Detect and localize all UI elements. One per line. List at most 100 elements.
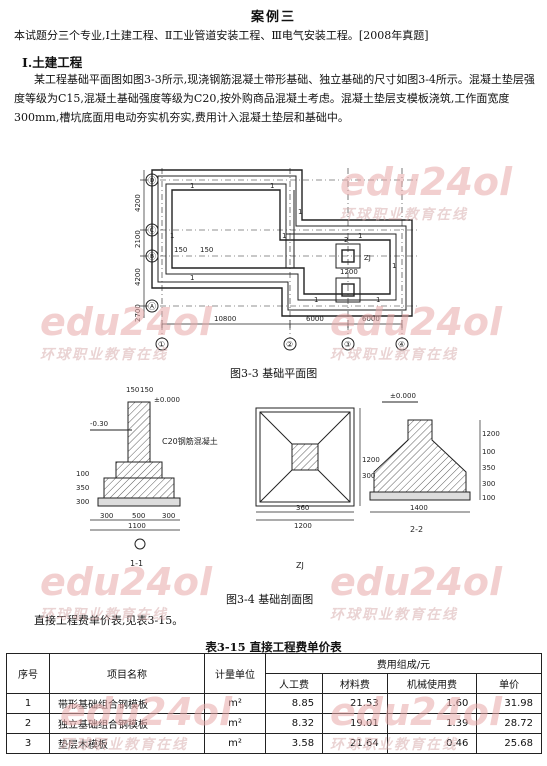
plan-mark-3: 1 <box>358 232 362 240</box>
section-body: 某工程基础平面图如图3-3所示,现浇钢筋混凝土带形基础、独立基础的尺寸如图3-4… <box>14 73 535 124</box>
cell-machine: 1.60 <box>386 693 478 714</box>
header-no: 序号 <box>6 653 50 694</box>
zj-dim-right-2: 300 <box>362 472 375 480</box>
section-caption: 图3-4 基础剖面图 <box>226 593 314 606</box>
cell-material: 21.64 <box>322 733 388 754</box>
s11-dim-left-3: 300 <box>76 498 89 506</box>
s11-concrete: C20钢筋混凝土 <box>162 436 218 446</box>
cell-material: 21.53 <box>322 693 388 714</box>
table-row: 1 带形基础组合钢模板 m² 8.85 21.53 1.60 31.98 <box>6 693 542 714</box>
plan-mark-9: 1 <box>376 296 380 304</box>
s11-elev-ground: -0.30 <box>90 420 108 428</box>
table-intro: 直接工程费单价表,见表3-15。 <box>34 614 184 627</box>
plan-mark-7: 1 <box>190 274 194 282</box>
dim-left-4: 2700 <box>134 304 142 322</box>
s11-dim-left-1: 100 <box>76 470 89 478</box>
grid-label-2: ② <box>286 340 293 349</box>
header-labor: 人工费 <box>264 673 324 694</box>
s22-dim-right-4: 300 <box>482 480 495 488</box>
grid-label-a: Ⓐ <box>148 302 156 311</box>
cell-unit: m² <box>204 713 266 734</box>
cell-price: 28.72 <box>476 713 542 734</box>
watermark-slogan: 环球职业教育在线 <box>330 607 458 623</box>
s11-dim-top-2: 150 <box>140 386 153 394</box>
table-title: 表3-15 直接工程费单价表 <box>205 640 342 654</box>
s11-dim-bottom-2: 500 <box>132 512 145 520</box>
table-row: 2 独立基础组合钢模板 m² 8.32 19.01 1.39 28.72 <box>6 713 542 734</box>
foundation-plan-drawing: Ⓓ Ⓒ Ⓑ Ⓐ ① ② ③ ④ 4200 2100 4200 2700 1080… <box>134 168 420 351</box>
s22-dim-right-2: 100 <box>482 448 495 456</box>
cell-no: 1 <box>6 693 50 714</box>
plan-mark-1: 1 <box>190 182 194 190</box>
header-group: 费用组成/元 <box>265 653 542 674</box>
cell-unit: m² <box>204 733 266 754</box>
zj-dim-right-1: 1200 <box>362 456 380 464</box>
zj-dim-bottom-1: 360 <box>296 504 309 512</box>
zj-dim-bottom-2: 1200 <box>294 522 312 530</box>
dim-left-3: 4200 <box>134 268 142 286</box>
s22-dim-right-1: 1200 <box>482 430 500 438</box>
grid-label-3: ③ <box>344 340 351 349</box>
s11-dim-bottom-3: 300 <box>162 512 175 520</box>
plan-mark-5: 1 <box>170 232 174 240</box>
cell-no: 3 <box>6 733 50 754</box>
grid-label-c: Ⓒ <box>148 226 156 235</box>
dim-bottom-2: 6000 <box>306 315 324 323</box>
dim-bottom-1: 10800 <box>214 315 236 323</box>
s11-elev-top: ±0.000 <box>154 396 180 404</box>
plan-label-150a: 150 <box>174 246 187 254</box>
plan-caption: 图3-3 基础平面图 <box>230 367 318 380</box>
plan-label-zj: ZJ <box>364 254 371 262</box>
header-name: 项目名称 <box>49 653 205 694</box>
header-unit: 计量单位 <box>204 653 266 694</box>
section-1-1 <box>90 401 181 550</box>
cell-price: 31.98 <box>476 693 542 714</box>
cell-material: 19.01 <box>322 713 388 734</box>
table-row: 3 垫层木模板 m² 3.58 21.64 0.46 25.68 <box>6 733 542 754</box>
dim-left-1: 4200 <box>134 194 142 212</box>
grid-label-1: ① <box>158 340 165 349</box>
grid-label-4: ④ <box>398 340 405 349</box>
section-heading: Ⅰ.土建工程 <box>22 55 83 70</box>
cell-name: 垫层木模板 <box>49 733 205 754</box>
s11-dim-top-1: 150 <box>126 386 139 394</box>
cell-price: 25.68 <box>476 733 542 754</box>
section-2-2 <box>369 401 481 513</box>
header-machine: 机械使用费 <box>386 673 478 694</box>
plan-label-2: 2 <box>344 236 348 244</box>
s22-elev-top: ±0.000 <box>390 392 416 400</box>
cell-unit: m² <box>204 693 266 714</box>
cell-labor: 8.85 <box>264 693 324 714</box>
s11-total: 1100 <box>128 522 146 530</box>
s22-bottom: 1400 <box>410 504 428 512</box>
section-drawings: 150 150 ±0.000 -0.30 C20钢筋混凝土 100 350 30… <box>76 386 500 570</box>
table-subheader-row: 人工费 材料费 机械使用费 单价 <box>7 673 542 694</box>
table-header-row: 序号 项目名称 计量单位 费用组成/元 <box>6 653 542 694</box>
s22-dim-right-3: 350 <box>482 464 495 472</box>
plan-mark-10: 1 <box>298 208 302 216</box>
plan-mark-8: 1 <box>314 296 318 304</box>
header-material: 材料费 <box>322 673 388 694</box>
plan-mark-2: 1 <box>270 182 274 190</box>
plan-label-150b: 150 <box>200 246 213 254</box>
s11-dim-left-2: 350 <box>76 484 89 492</box>
zj-title: ZJ <box>296 561 304 570</box>
grid-label-b: Ⓑ <box>148 252 156 261</box>
grid-label-d: Ⓓ <box>148 176 156 185</box>
s11-title: 1-1 <box>130 559 143 568</box>
plan-mark-4: 1 <box>392 262 396 270</box>
cell-machine: 1.39 <box>386 713 478 734</box>
header-price: 单价 <box>476 673 542 694</box>
page-title: 案例三 <box>250 10 296 25</box>
zj-plan <box>255 407 361 521</box>
s11-dim-bottom-1: 300 <box>100 512 113 520</box>
cell-name: 独立基础组合钢模板 <box>49 713 205 734</box>
dim-left-2: 2100 <box>134 230 142 248</box>
s22-dim-right-5: 100 <box>482 494 495 502</box>
plan-mark-6: 1 <box>282 232 286 240</box>
dim-bottom-3: 6000 <box>362 315 380 323</box>
cell-labor: 3.58 <box>264 733 324 754</box>
intro-text: 本试题分三个专业,Ⅰ土建工程、Ⅱ工业管道安装工程、Ⅲ电气安装工程。[2008年真… <box>14 29 429 42</box>
cell-name: 带形基础组合钢模板 <box>49 693 205 714</box>
plan-label-1200: 1200 <box>340 268 358 276</box>
